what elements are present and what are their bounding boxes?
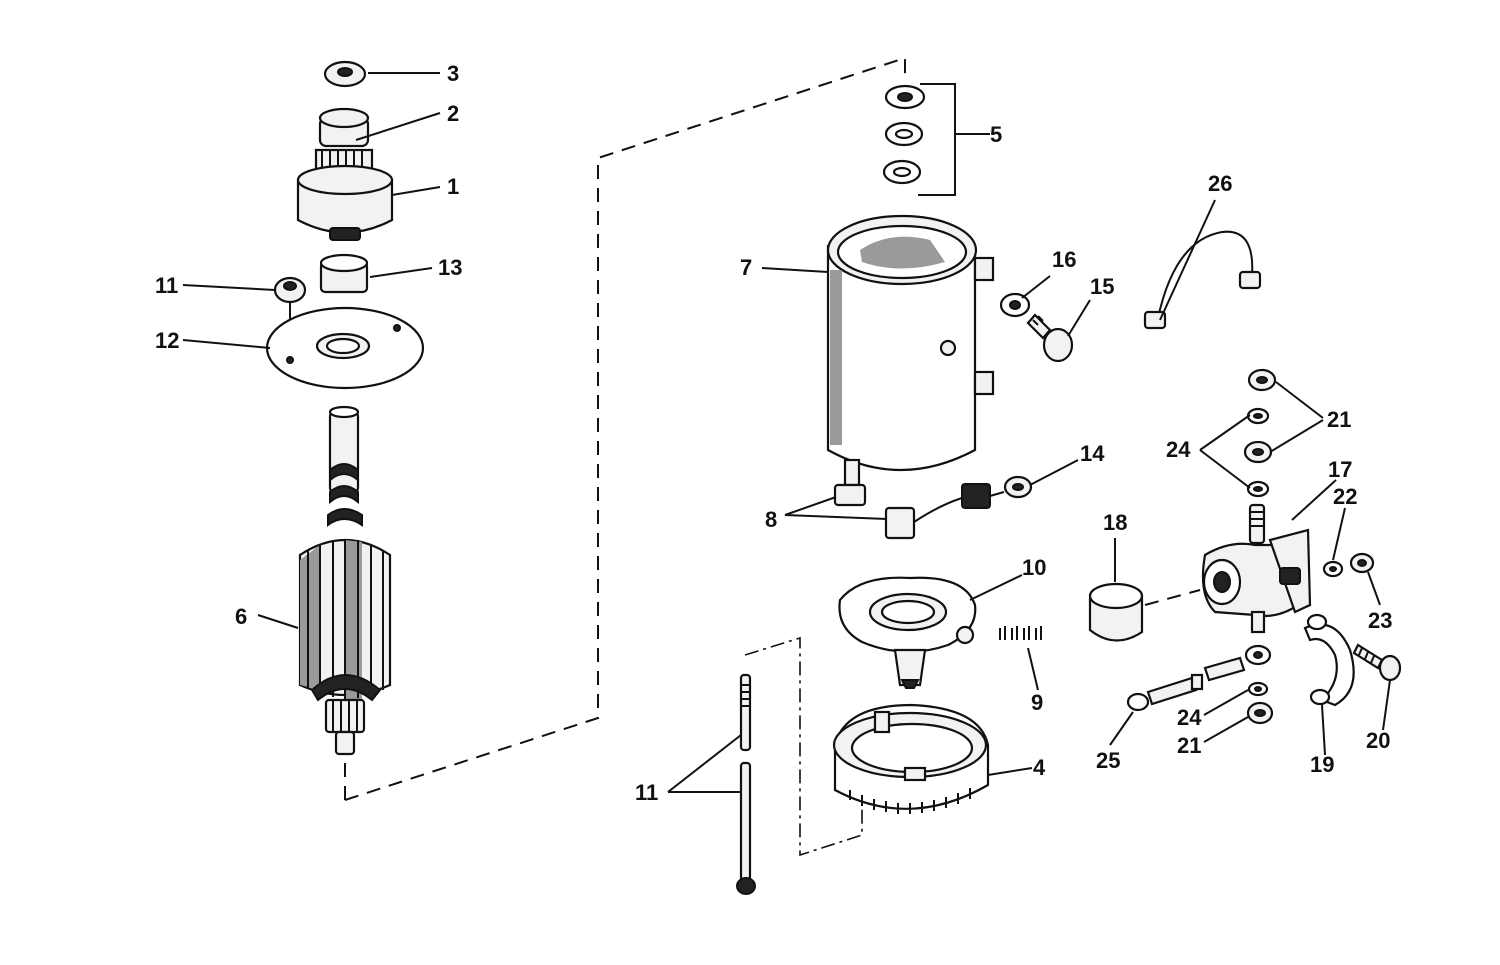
part-13-bushing: [319, 253, 369, 294]
part-2-pinion-stop: [318, 107, 370, 148]
part-22-washer: [1322, 560, 1344, 578]
solenoid-alignment-dashed: [1144, 589, 1201, 606]
callout-9: 9: [1031, 690, 1043, 715]
callout-13: 13: [438, 255, 462, 280]
part-21-nut-middle: [1243, 440, 1273, 464]
callout-21-lower: 21: [1177, 733, 1201, 758]
callout-22: 22: [1333, 484, 1357, 509]
part-8-coil-leads: [833, 483, 1005, 540]
part-19-mounting-strap: [1303, 613, 1355, 707]
callout-25: 25: [1096, 748, 1120, 773]
callout-11-upper: 11: [155, 273, 178, 298]
callout-15: 15: [1090, 274, 1114, 299]
callout-24-upper: 24: [1166, 437, 1191, 462]
part-5-washers: [882, 84, 926, 185]
part-1-drive-pinion: [296, 148, 394, 241]
callout-5: 5: [990, 122, 1002, 147]
assembly-outline-dashed: [344, 56, 906, 801]
callout-12: 12: [155, 328, 179, 353]
callout-2: 2: [447, 101, 459, 126]
part-3-nut: [323, 60, 367, 88]
callout-19: 19: [1310, 752, 1334, 777]
callout-17: 17: [1328, 457, 1352, 482]
part-14-terminal-nut: [1003, 475, 1033, 499]
part-24-lock-washer-lower: [1247, 681, 1269, 697]
callout-4: 4: [1033, 755, 1046, 780]
callout-8: 8: [765, 507, 777, 532]
part-21-nut-upper: [1247, 368, 1277, 392]
part-21-nut-lower: [1246, 701, 1274, 725]
callout-23: 23: [1368, 608, 1392, 633]
callout-11-lower: 11: [635, 780, 658, 805]
part-17-solenoid: [1201, 503, 1312, 634]
part-7-field-frame: [826, 214, 995, 487]
part-5-bracket: [918, 83, 990, 196]
callout-1: 1: [447, 174, 459, 199]
part-4-end-head: [832, 703, 990, 814]
part-11-through-bolts: [736, 673, 756, 895]
part-23-nut: [1349, 552, 1375, 574]
part-24-lock-washer-middle: [1246, 480, 1270, 498]
callout-7: 7: [740, 255, 752, 280]
part-20-bolt: [1352, 643, 1402, 682]
through-bolt-outline-dashed: [744, 636, 863, 857]
callout-3: 3: [447, 61, 459, 86]
part-15-screw: [1026, 313, 1074, 363]
callout-6: 6: [235, 604, 247, 629]
part-24-lock-washer-upper: [1246, 407, 1270, 425]
callout-16: 16: [1052, 247, 1076, 272]
part-6-armature: [298, 405, 392, 756]
leader-lines: [182, 72, 1391, 793]
part-16-washer: [999, 292, 1031, 318]
part-25-terminal-connector: [1126, 644, 1272, 712]
part-26-lead-wire: [1143, 230, 1262, 330]
part-9-brush-springs: [999, 626, 1042, 640]
callout-21-upper: 21: [1327, 407, 1351, 432]
callout-20: 20: [1366, 728, 1390, 753]
part-10-brush-plate: [838, 576, 977, 689]
part-12-end-plate: [265, 306, 425, 390]
part-18-cover-band: [1088, 582, 1144, 642]
callout-10: 10: [1022, 555, 1046, 580]
callout-24-lower: 24: [1177, 705, 1202, 730]
callout-labels: 3 2 1 13 11 12 6 5 7 8 14 16 15 26 10 9 …: [155, 61, 1392, 805]
callout-26: 26: [1208, 171, 1232, 196]
callout-18: 18: [1103, 510, 1127, 535]
callout-14: 14: [1080, 441, 1105, 466]
